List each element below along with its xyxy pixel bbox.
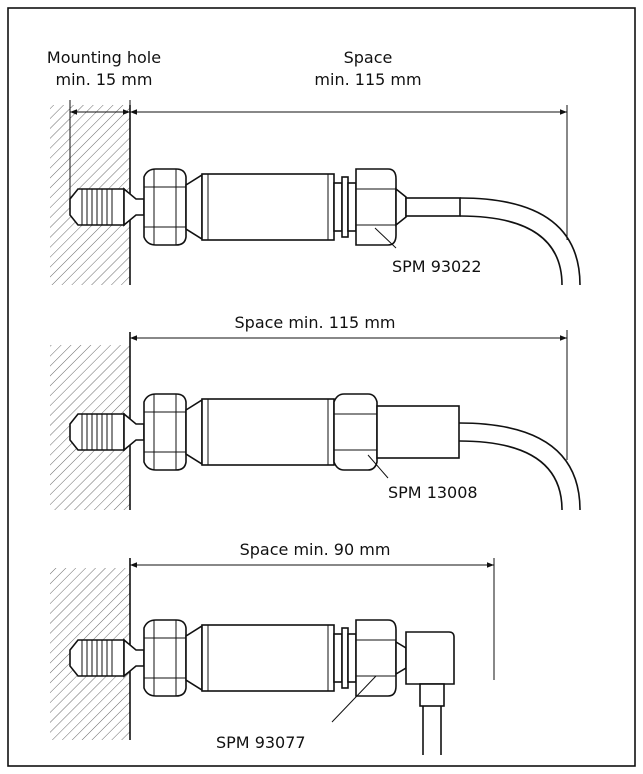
section-spm-93022: Mounting hole min. 15 mm Space min. 115 … [47,48,581,286]
part-label-spm-13008: SPM 13008 [388,483,478,502]
part-label-spm-93077: SPM 93077 [216,733,306,752]
diagram-frame [7,7,636,767]
space-label-3: Space min. 90 mm [240,540,391,559]
space-label-2: Space min. 115 mm [235,313,396,332]
space-label: Space [344,48,393,67]
section-spm-93077: Space min. 90 mm SPM 93077 [50,540,495,755]
sensor-2 [69,393,460,471]
mounting-hole-min-label: min. 15 mm [56,70,153,89]
sensor-1 [69,168,461,246]
mounting-hole-label: Mounting hole [47,48,161,67]
sensor-3 [69,619,455,707]
space-min-label: min. 115 mm [314,70,421,89]
section-spm-13008: Space min. 115 mm SPM 13008 [50,313,581,511]
part-label-spm-93022: SPM 93022 [392,257,482,276]
